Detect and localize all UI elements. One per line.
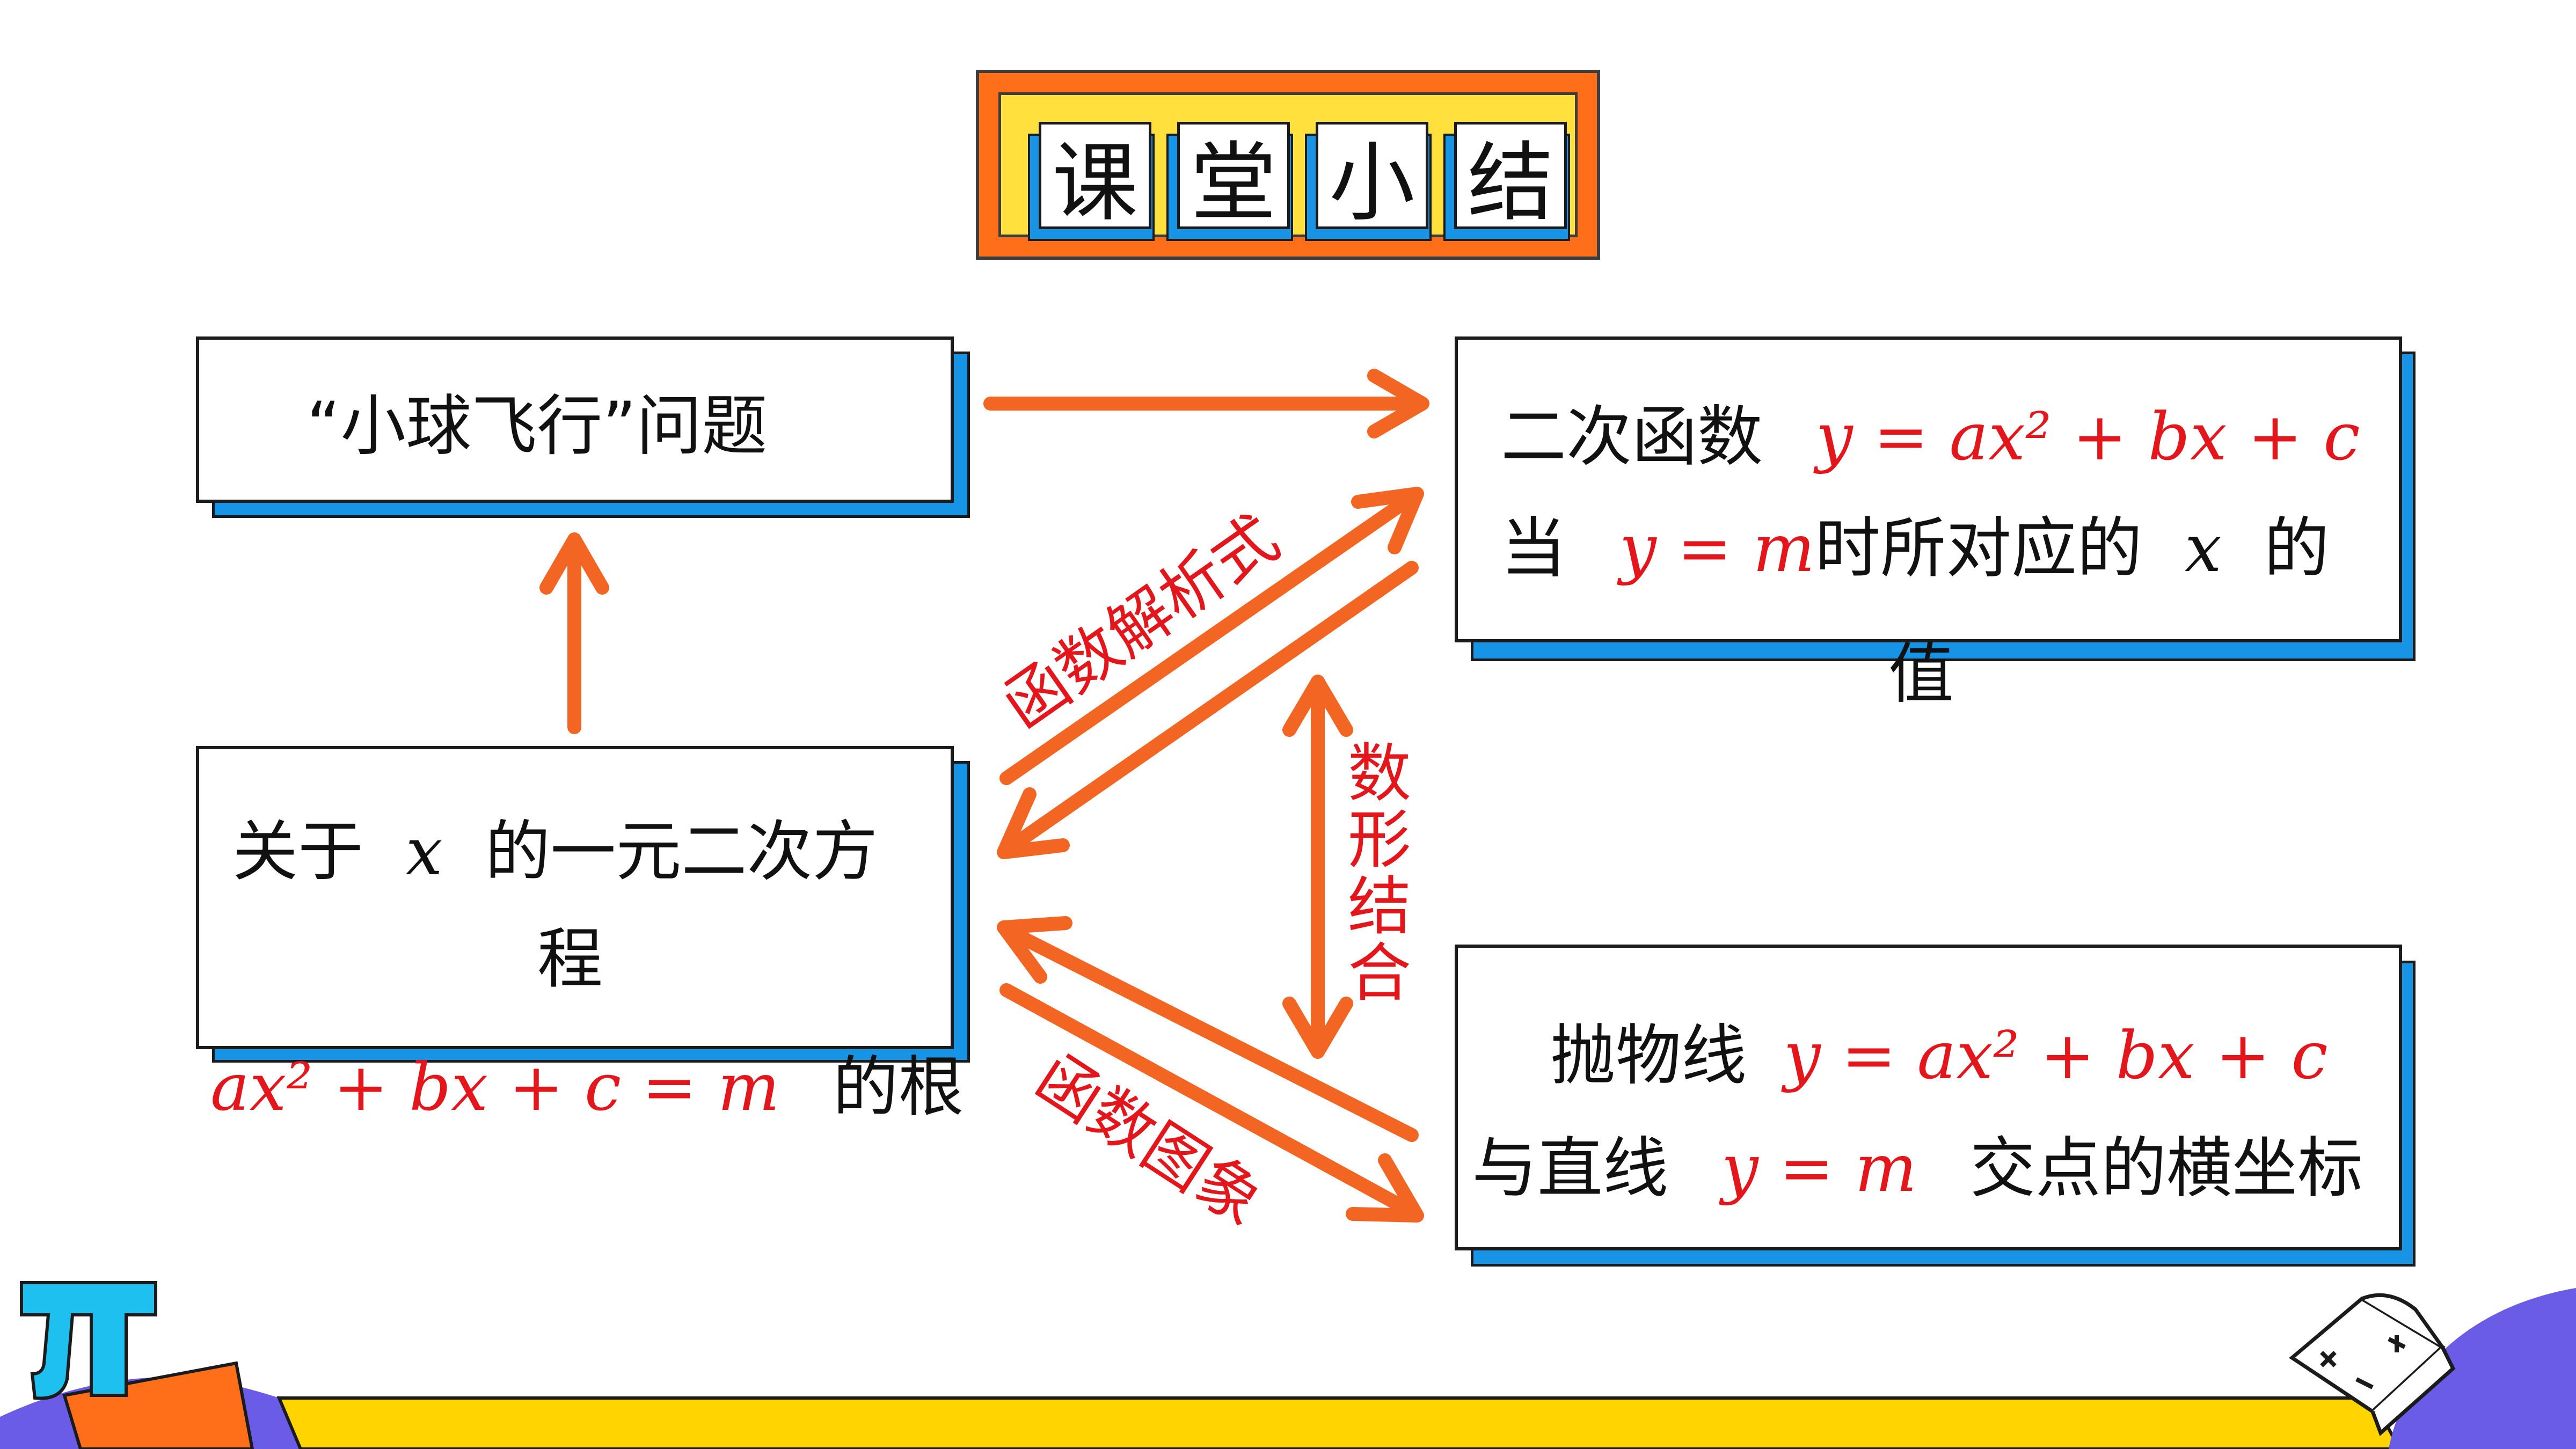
node-quadratic-equation: 关于 x 的一元二次方 程: [196, 746, 954, 1049]
node-ball-flight-problem: “小球飞行”问题: [196, 336, 954, 503]
variable: x: [405, 814, 443, 890]
label-char: 数: [1347, 736, 1411, 810]
title-cube-2: 堂: [1166, 122, 1295, 243]
title-cube-4: 结: [1443, 122, 1572, 243]
node-text: 的: [2264, 510, 2330, 587]
node-text: 二次函数: [1501, 399, 1763, 475]
label-char: 合: [1347, 935, 1411, 1010]
arrowhead: [997, 787, 1070, 859]
title-cube-3: 小: [1305, 122, 1434, 243]
node-text: 程: [537, 921, 603, 997]
arrowhead: [1367, 369, 1429, 438]
purple-blob-right: [2389, 1288, 2576, 1449]
node-text: 的根: [833, 1049, 964, 1125]
arrowhead: [1346, 1153, 1424, 1223]
node-text: 交点的横坐标: [1969, 1130, 2363, 1206]
node-quadratic-function: 二次函数 y = ax² + bx + c 当 y = m时所对应的 x 的: [1455, 336, 2402, 642]
title-char: 小: [1316, 122, 1428, 233]
arrow-function-to-equation: [1002, 561, 1419, 855]
node-parabola-intersection: 抛物线 y = ax² + bx + c 与直线 y = m 交点的横坐标: [1455, 945, 2402, 1250]
label-number-shape-combination: 数 形 结 合: [1345, 736, 1414, 1010]
node-text: 与直线: [1472, 1130, 1668, 1206]
node-text: 的一元二次方: [485, 814, 878, 890]
arrow-equation-to-parabola: [999, 983, 1416, 1217]
arrowhead: [539, 532, 609, 595]
title-cube-1: 课: [1028, 122, 1157, 243]
title-banner: 课 堂 小 结: [976, 70, 1600, 260]
label-char: 结: [1347, 869, 1411, 943]
arrowhead: [1282, 997, 1353, 1059]
node-text: 时所对应的: [1815, 510, 2143, 587]
formula: y = ax² + bx + c: [1815, 399, 2360, 475]
arrow-equation-to-function: [999, 492, 1416, 785]
arrowhead: [997, 916, 1072, 984]
arrow-parabola-to-equation: [1002, 924, 1419, 1142]
node-text: 当: [1501, 510, 1566, 587]
node-text: 抛物线: [1550, 1018, 1747, 1094]
formula: y = m: [1721, 1130, 1917, 1206]
title-char: 课: [1039, 122, 1151, 233]
variable: x: [2184, 510, 2222, 587]
formula: ax² + bx + c = m: [210, 1049, 780, 1125]
title-char: 堂: [1177, 122, 1290, 233]
node-text: 关于: [232, 814, 363, 890]
label-char: 形: [1347, 802, 1411, 877]
orange-block: [62, 1361, 254, 1449]
node-text-overflow: 值: [1888, 636, 1954, 712]
arrowhead: [1351, 487, 1424, 554]
arrowhead: [1282, 675, 1353, 737]
title-char: 结: [1454, 122, 1567, 233]
title-inner-panel: 课 堂 小 结: [998, 92, 1578, 241]
formula: y = m: [1619, 510, 1815, 587]
node-text: “小球飞行”问题: [307, 388, 768, 464]
math-book-icon: [2289, 1293, 2456, 1437]
bottom-decoration: [0, 1288, 2576, 1449]
pi-icon: [20, 1281, 157, 1400]
formula: y = ax² + bx + c: [1783, 1018, 2328, 1094]
yellow-band: [276, 1396, 2402, 1449]
